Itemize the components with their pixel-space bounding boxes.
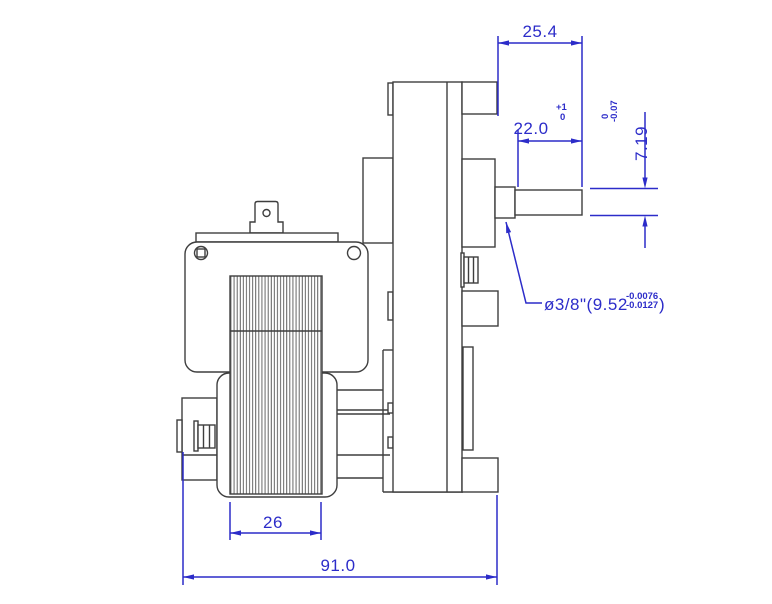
gearbox-left-tab-top [387, 82, 394, 116]
dim-22-0-tol-lower: 0 [560, 112, 565, 123]
dim-7-19-tolerance: 0 -0.07 [600, 100, 620, 122]
shaft-diameter-tol-upper: -0.0076 [626, 291, 658, 302]
mounting-hole-right [346, 245, 362, 261]
gear-housing-block [362, 157, 394, 244]
gearbox-top-flange [461, 81, 498, 115]
motor-assembly [176, 200, 369, 498]
frame-lines [337, 157, 463, 493]
mounting-hole-left-square [196, 248, 206, 258]
coil-winding [229, 275, 323, 495]
terminal-hole [262, 208, 271, 218]
dim-91-0-label: 91.0 [320, 556, 355, 575]
dim-25-4-label: 25.4 [522, 22, 557, 41]
shaft-diameter-close-paren: ) [659, 295, 665, 314]
gearbox-assembly [387, 81, 583, 493]
bearing-boss [461, 158, 496, 248]
dim-7-19-label: 7.19 [632, 126, 651, 161]
gearbox-left-tab-low2 [387, 436, 394, 449]
dim-91-0: 91.0 [182, 452, 498, 585]
dim-22-0: 22.0 +1 0 [513, 102, 582, 187]
dim-22-0-label: 22.0 [513, 119, 548, 138]
bracket-bolt [193, 420, 216, 452]
bracket-pad [176, 419, 183, 453]
bolt-hex-head [197, 424, 216, 449]
dim-26: 26 [229, 502, 322, 540]
dim-26-label: 26 [263, 513, 283, 532]
shaft-diameter-label: ø3/8"(9.52 [544, 295, 628, 314]
mounting-lug [461, 290, 499, 327]
dim-7-19-tol-lower: -0.07 [609, 100, 620, 122]
dim-25-4: 25.4 [497, 22, 583, 187]
stator-stack-edge [195, 232, 339, 243]
cover-strip [462, 346, 474, 451]
terminal-tab [249, 200, 284, 234]
output-shaft [514, 189, 583, 216]
gearbox-left-tab-low1 [387, 402, 394, 414]
shaft-hub [494, 186, 516, 219]
gearbox-body [392, 81, 463, 493]
mounting-foot [461, 457, 499, 493]
dim-shaft-diameter: ø3/8"(9.52 -0.0076 -0.0127 ) [505, 221, 665, 314]
dim-22-0-tol-upper: +1 [556, 102, 568, 113]
dim-7-19: 7.19 0 -0.07 [590, 100, 658, 248]
shaft-diameter-tol-lower: -0.0127 [626, 300, 658, 311]
dim-7-19-tol-upper: 0 [600, 114, 611, 119]
gearbox-left-tab-mid [387, 291, 394, 321]
gearbox-bolt [463, 256, 479, 284]
